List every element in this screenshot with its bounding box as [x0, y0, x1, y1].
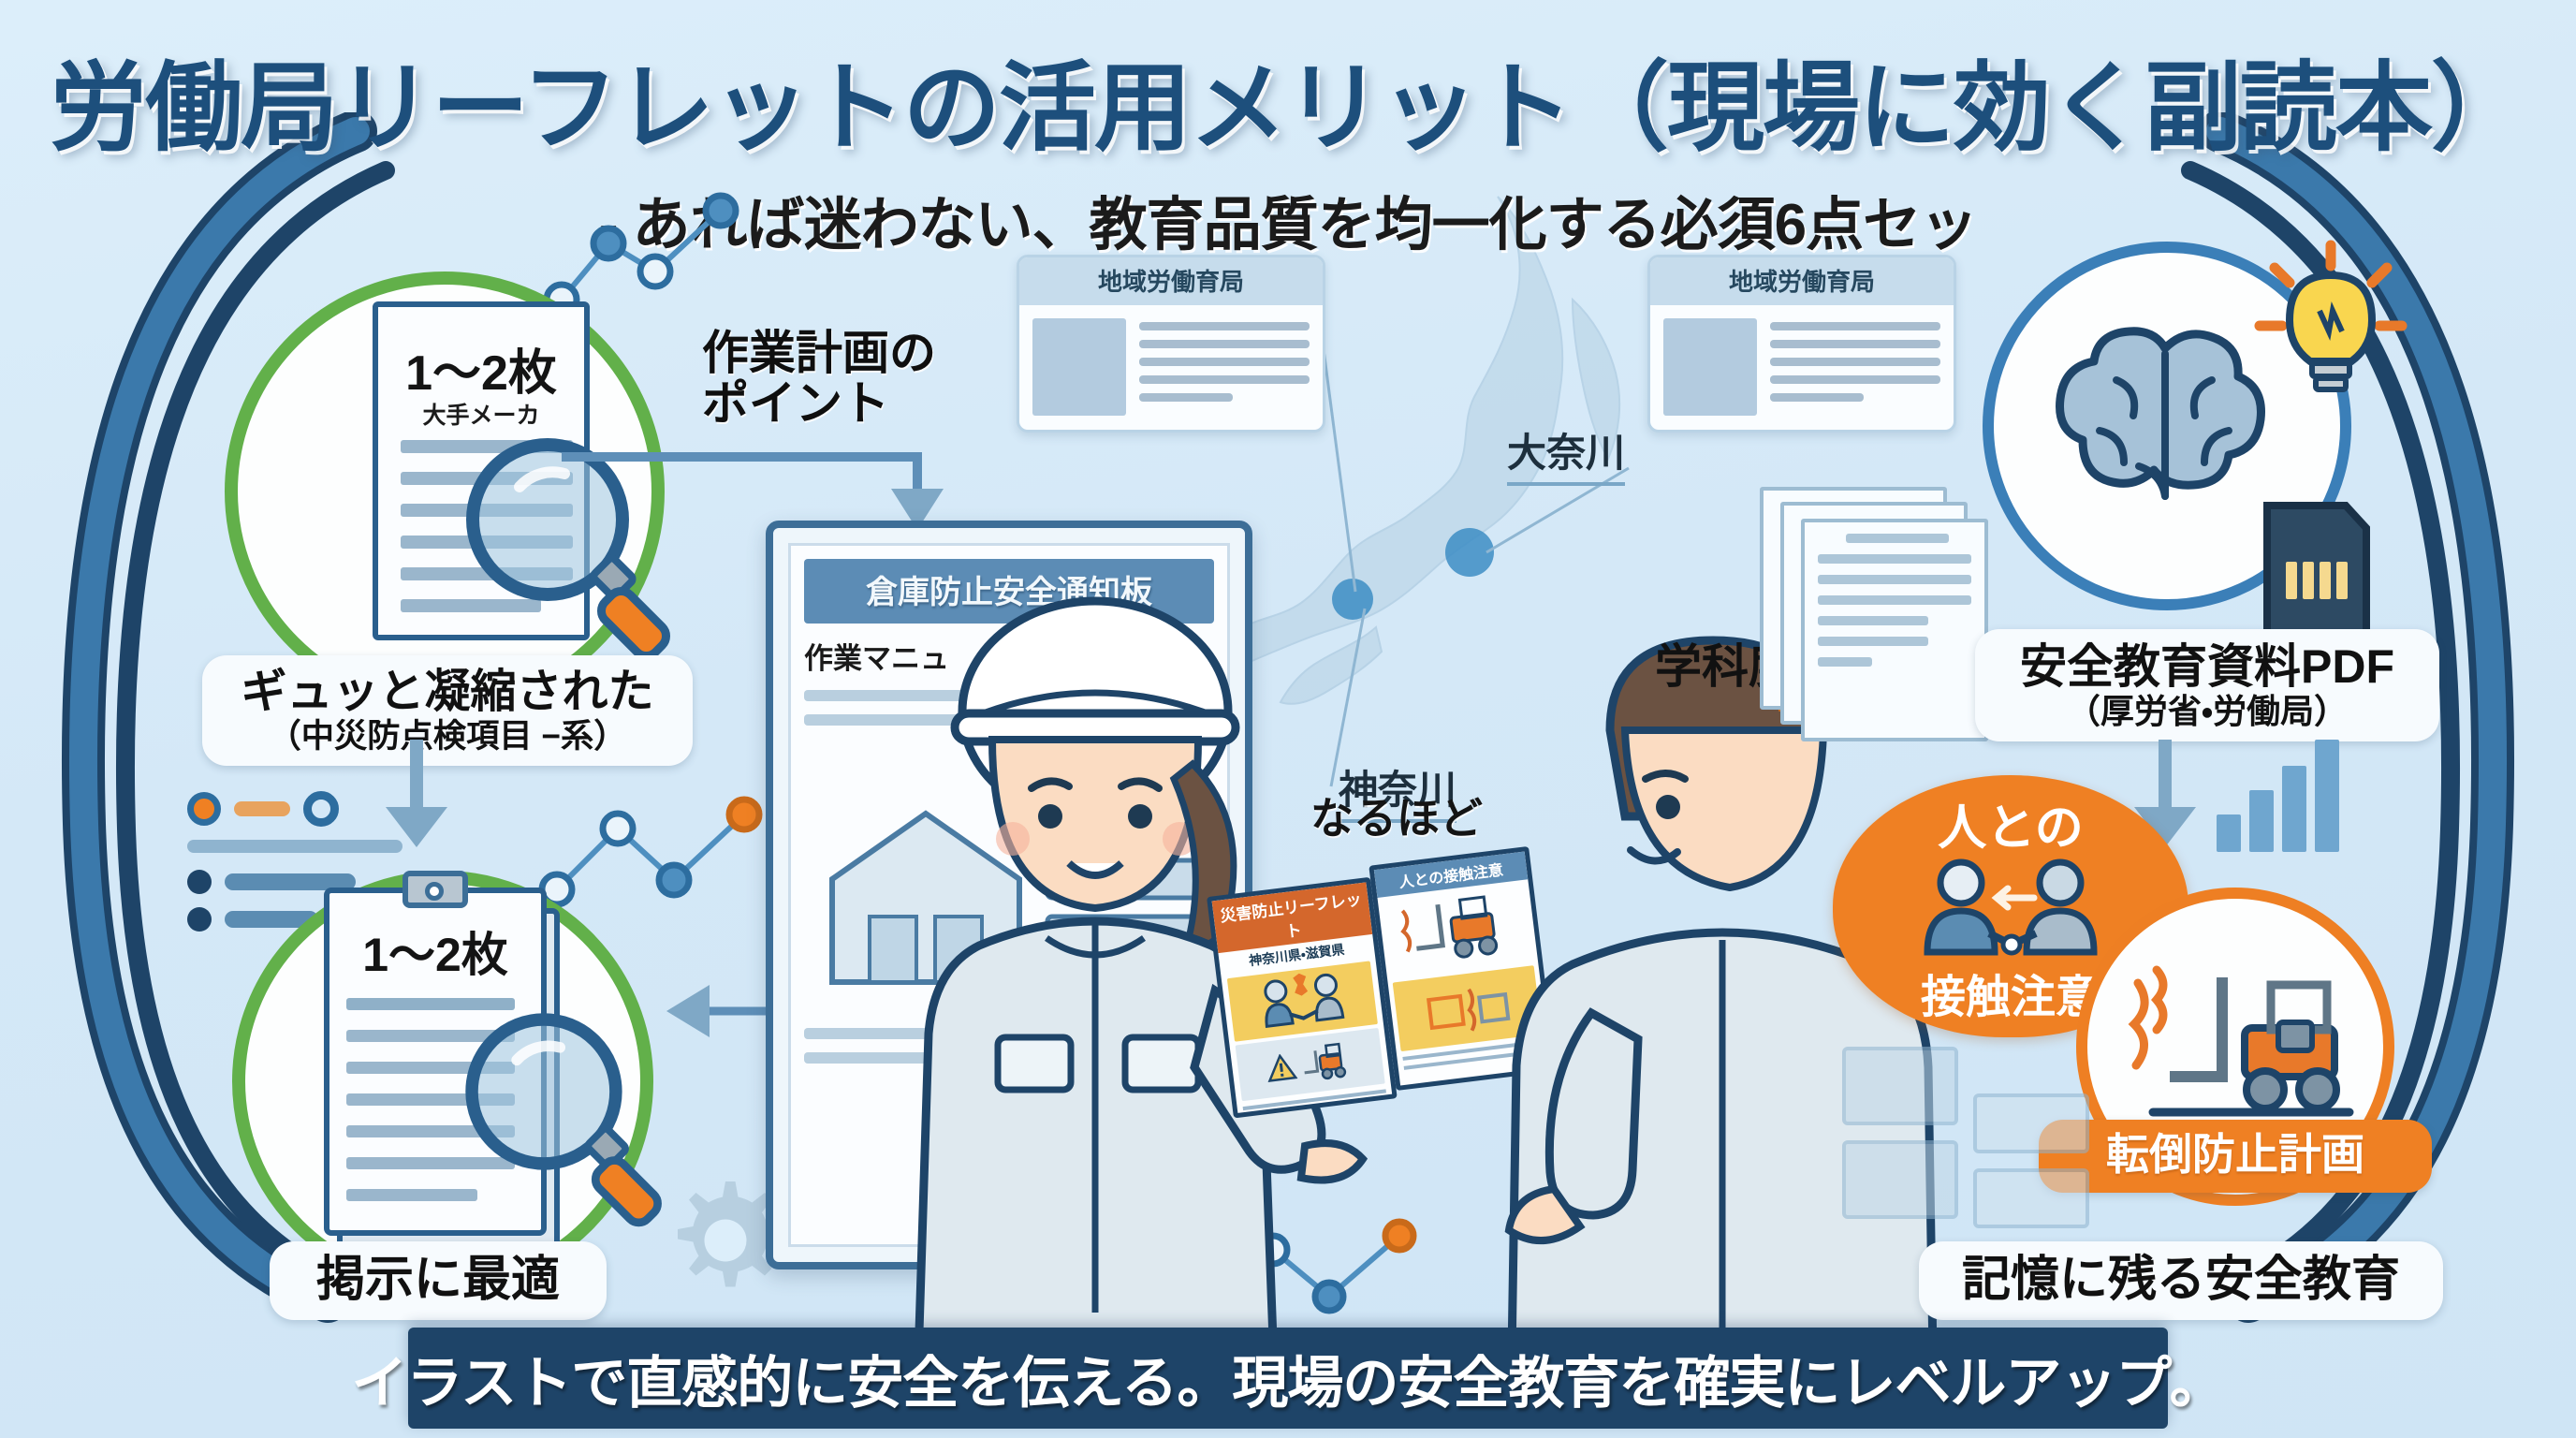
handshake-icon	[1924, 858, 2098, 955]
map-label-kanagawa: 神奈川	[1339, 758, 1457, 823]
brain-icon	[2056, 327, 2265, 500]
node-chart-decoration-2	[538, 796, 763, 908]
forklift-tipping-icon-large	[2128, 965, 2354, 1117]
map-pin-shiga	[1332, 579, 1373, 620]
handshake-warning-icon	[1264, 973, 1345, 1029]
page-subtitle: - あれば迷わない、教育品質を均一化する必須6点セッ	[598, 193, 1978, 257]
arrow-down-right	[2134, 740, 2196, 847]
sheet-maker-top: 大手メーカ	[422, 403, 540, 429]
label-left-bottom-main: 掲示に最適	[315, 1253, 560, 1307]
page-title: 労働局リーフレットの活用メリット（現場に効く副読本）	[50, 54, 2528, 163]
doc-card-1-lines	[1139, 318, 1310, 416]
list-bar-wide	[187, 840, 402, 853]
label-right-bottom: 記憶に残る安全教育	[1919, 1241, 2443, 1321]
doc-card-1-thumbnail	[1032, 318, 1126, 416]
forklift-tipping-icon	[1400, 895, 1499, 959]
label-right-top-sub: （厚労省・労働局）	[2066, 692, 2349, 730]
list-bullet-icon	[187, 907, 212, 932]
list-bullet-ring-icon	[303, 791, 339, 827]
badge-label-forklift-text: 転倒防止計画	[2106, 1130, 2364, 1179]
magnifier-icon-bottom	[465, 1013, 662, 1227]
doc-card-2-title: 地域労働育局	[1650, 257, 1954, 305]
doc-card-1-title: 地域労働育局	[1019, 257, 1323, 305]
sheet-count-top: 1〜2枚	[405, 346, 557, 401]
label-right-top-main: 安全教育資料PDF	[2020, 640, 2394, 693]
list-bar-orange	[234, 801, 290, 816]
bubble-line2: 接触注意	[1920, 972, 2100, 1022]
gear-icon	[678, 1181, 783, 1287]
list-bullet-icon	[187, 870, 212, 894]
footer-banner: イラストで直感的に安全を伝える。現場の安全教育を確実にレベルアップ。	[351, 1328, 2226, 1429]
doc-card-2-lines	[1770, 318, 1940, 416]
magnifier-icon-top	[466, 438, 671, 661]
label-right-bottom-main: 記憶に残る安全教育	[1961, 1253, 2400, 1307]
doc-card-2-thumbnail	[1663, 318, 1757, 416]
leaflet-illustration: 災害防止リーフレット 神奈川県・滋賀県	[1205, 841, 1560, 1132]
badge-label-forklift: 転倒防止計画	[2039, 1120, 2432, 1193]
list-decoration	[187, 791, 402, 945]
warning-triangle-icon	[1267, 1053, 1298, 1082]
list-bar	[225, 873, 356, 890]
arrow-label-line2: ポイント	[702, 377, 889, 430]
label-left-top-main: ギュッと凝縮された	[241, 667, 654, 717]
reaction-text: なるほど	[1310, 794, 1483, 843]
map-pin-kanagawa	[1445, 528, 1494, 577]
japan-map-silhouette	[1204, 196, 1630, 787]
arrow-to-poster	[562, 452, 944, 530]
document-stack	[1760, 487, 2003, 741]
worker-man-illustration	[1504, 636, 1939, 1418]
bubble-line1: 人との	[1938, 800, 2084, 856]
doc-card-1: 地域労働育局	[1017, 255, 1325, 433]
list-bullet-orange-icon	[187, 792, 221, 826]
list-decoration-row	[187, 791, 402, 827]
label-left-top: ギュッと凝縮された （中災防点検項目 −系）	[202, 655, 693, 767]
list-bar	[225, 911, 318, 928]
title-block: 労働局リーフレットの活用メリット（現場に効く副読本） - あれば迷わない、教育品…	[0, 28, 2576, 261]
label-left-top-sub: （中災防点検項目 −系）	[268, 717, 627, 755]
list-decoration-row	[187, 870, 402, 894]
forklift-icon-small	[1304, 1042, 1347, 1080]
contact-warning-bubble: 人との 接触注意	[1833, 775, 2188, 1037]
bar-chart-decoration	[2217, 730, 2339, 852]
arrow-label-work-plan: 作業計画の ポイント	[702, 328, 936, 429]
map-label-oonagawa: 大奈川	[1507, 421, 1626, 486]
footer-banner-text: イラストで直感的に安全を伝える。現場の安全教育を確実にレベルアップ。	[351, 1351, 2225, 1415]
arrow-label-line1: 作業計画の	[702, 327, 936, 379]
label-left-bottom: 掲示に最適	[270, 1241, 607, 1321]
shelf-decoration	[1842, 1047, 2089, 1228]
pallet-collapse-icon	[1426, 988, 1511, 1032]
lightbulb-icon	[2254, 240, 2408, 392]
sd-card-icon	[2263, 502, 2370, 646]
doc-card-2: 地域労働育局	[1647, 255, 1956, 433]
arrow-down-left	[386, 740, 447, 847]
clipboard-count: 1〜2枚	[362, 929, 508, 981]
poster-manual-text: 作業マニュ	[804, 642, 949, 675]
list-decoration-row	[187, 907, 402, 932]
label-right-top: 安全教育資料PDF （厚労省・労働局）	[1975, 629, 2439, 742]
